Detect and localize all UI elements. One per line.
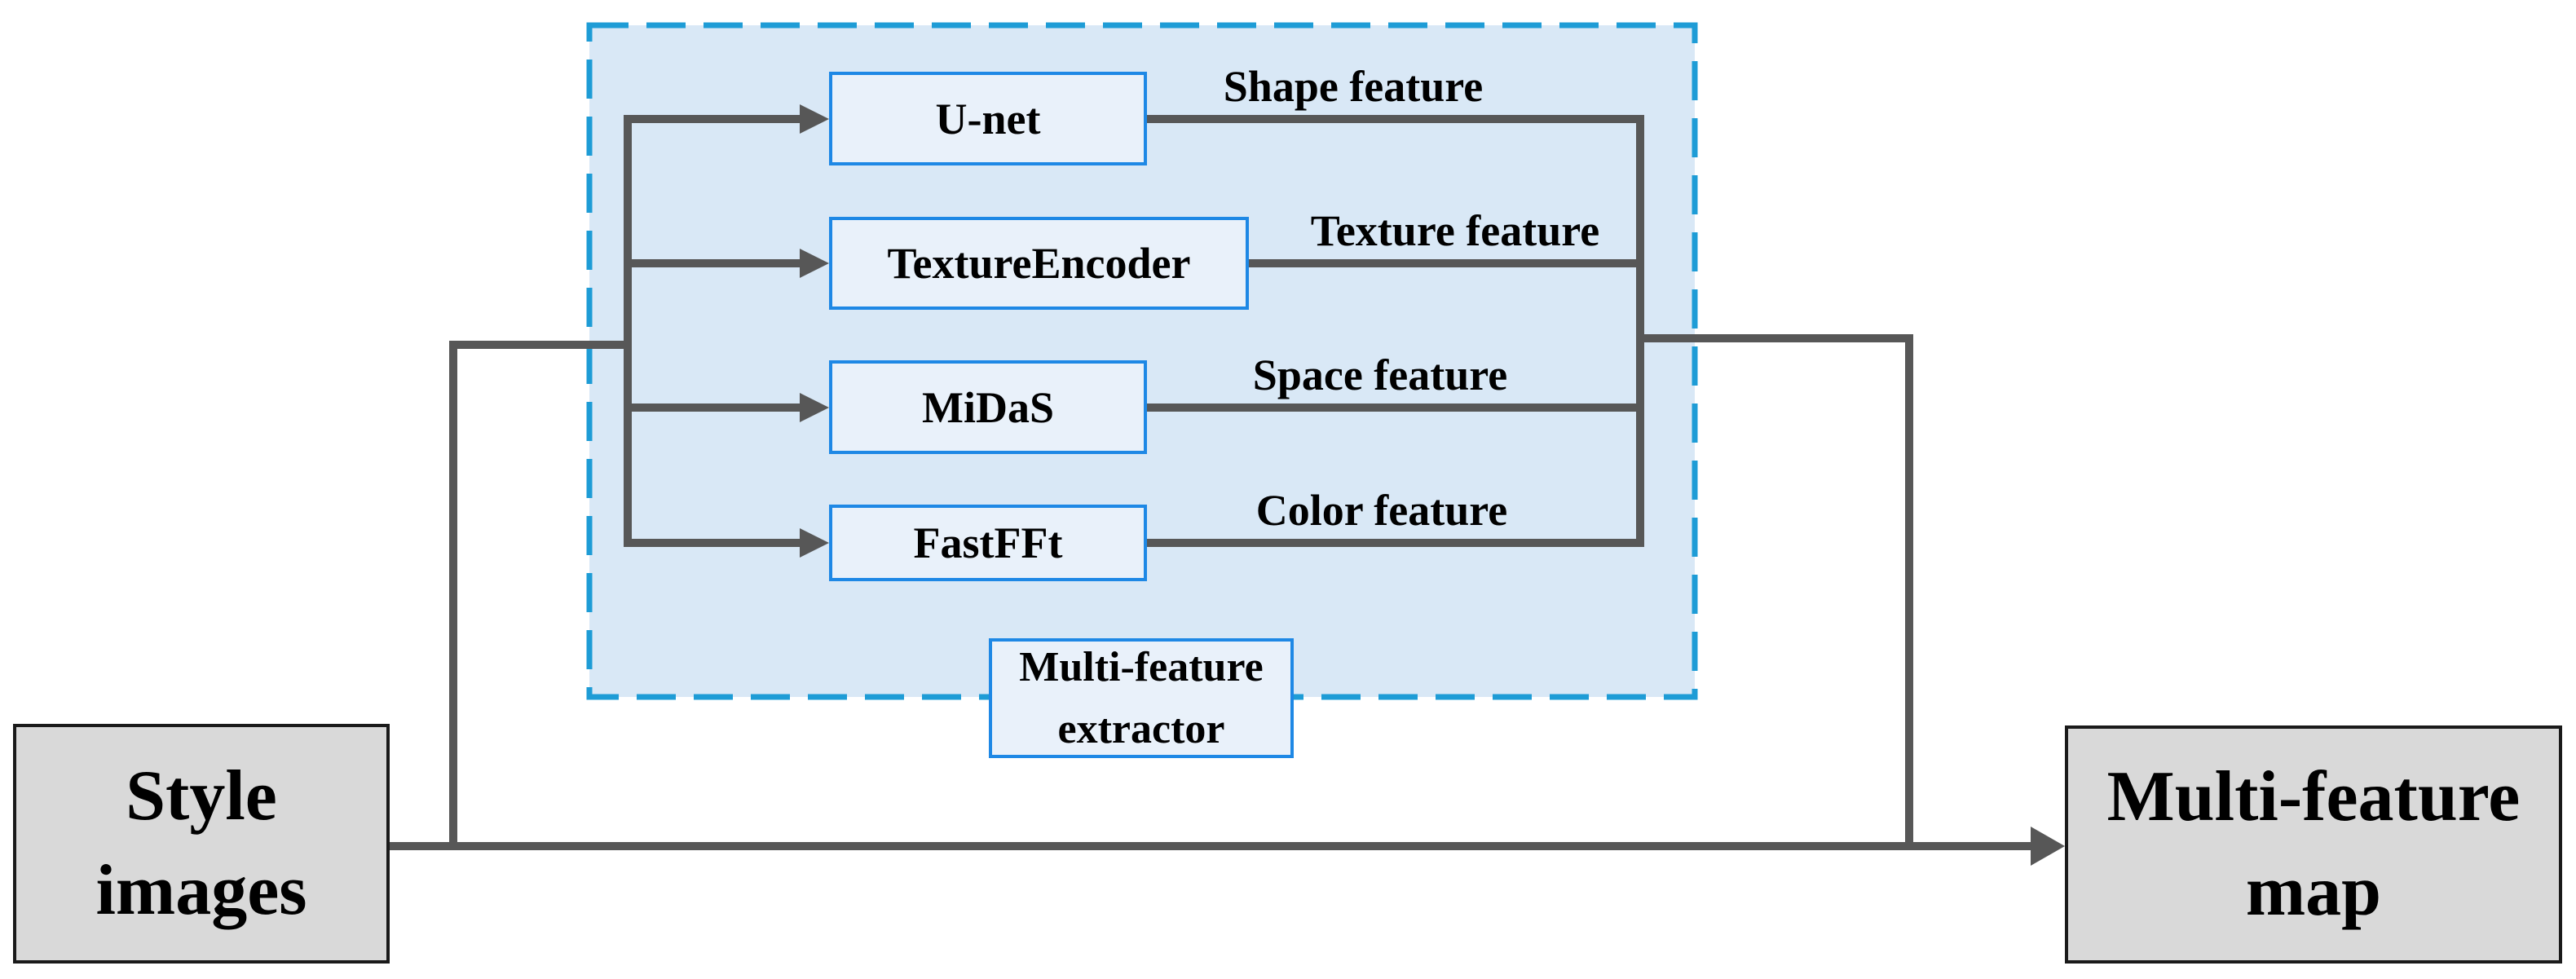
space-feature-label: Space feature <box>1252 351 1508 399</box>
connector-collector-out <box>1636 334 1913 850</box>
style-images-box: Style images <box>13 724 390 964</box>
texture-feature-label: Texture feature <box>1310 206 1600 255</box>
fastfft-box: FastFFt <box>829 505 1147 581</box>
midas-label: MiDaS <box>922 382 1054 432</box>
extractor-caption-line1: Multi-feature <box>1019 644 1264 691</box>
connector-input-branch <box>449 341 632 850</box>
multi-feature-map-line1: Multi-feature <box>2106 756 2521 836</box>
multi-feature-map-line2: map <box>2245 852 2382 931</box>
fastfft-label: FastFFt <box>913 518 1063 567</box>
arrowhead-texenc <box>800 249 829 278</box>
midas-box: MiDaS <box>829 360 1147 454</box>
extractor-caption-line2: extractor <box>1057 705 1225 752</box>
style-images-line2: images <box>95 851 307 930</box>
extractor-group-caption: Multi-feature extractor <box>989 638 1294 758</box>
color-feature-label: Color feature <box>1255 486 1508 535</box>
texture-encoder-label: TextureEncoder <box>887 239 1191 288</box>
shape-feature-label: Shape feature <box>1223 62 1484 111</box>
arrowhead-fastfft <box>800 528 829 558</box>
arrowhead-unet <box>800 104 829 134</box>
style-images-line1: Style <box>126 756 277 836</box>
unet-box: U-net <box>829 72 1147 165</box>
multi-feature-map-box: Multi-feature map <box>2065 725 2562 964</box>
unet-label: U-net <box>935 94 1041 143</box>
arrowhead-midas <box>800 393 829 422</box>
texture-encoder-box: TextureEncoder <box>829 217 1249 310</box>
arrowhead-map <box>2031 827 2065 866</box>
